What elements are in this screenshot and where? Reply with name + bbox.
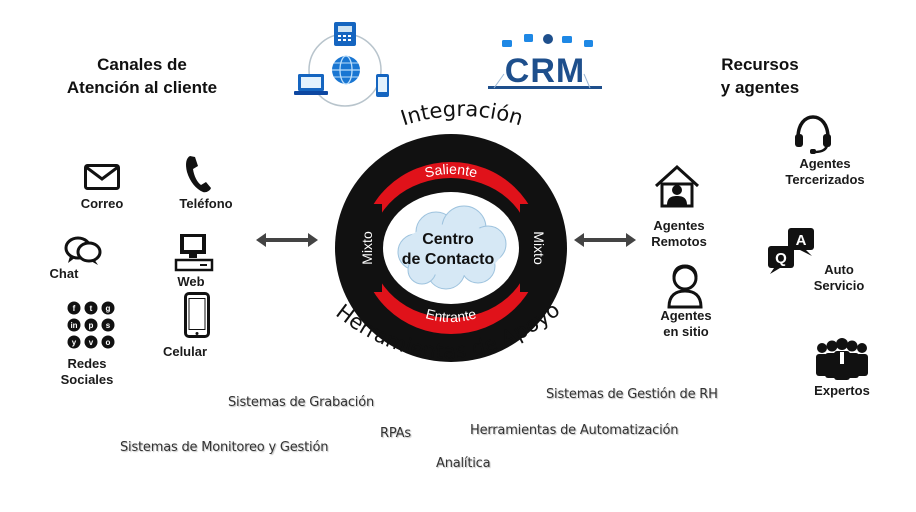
agent-auto-servicio: Auto Servicio xyxy=(794,262,884,294)
svg-text:Q: Q xyxy=(775,250,787,267)
devices-cluster-icon xyxy=(294,22,389,107)
channel-telefono: Teléfono xyxy=(179,196,233,211)
channel-correo: Correo xyxy=(80,196,124,211)
channel-web: Web xyxy=(177,274,205,289)
headset-icon xyxy=(795,115,831,154)
contact-center-diagram: Saliente Entrante Integración Herramient… xyxy=(332,97,567,364)
svg-text:o: o xyxy=(106,338,111,347)
agent-auto-line2: Servicio xyxy=(813,278,865,293)
svg-text:g: g xyxy=(106,304,111,313)
center-title-line2: de Contacto xyxy=(402,251,495,268)
right-heading-line2: y agentes xyxy=(720,78,800,97)
tool-sistemas-gestion-rh: Sistemas de Gestión de RH xyxy=(546,387,718,402)
channel-redes-sociales: Redes Sociales xyxy=(44,356,130,388)
svg-text:in: in xyxy=(70,321,77,330)
home-agent-icon xyxy=(654,164,700,208)
ring-integracion: Integración xyxy=(398,97,526,130)
left-heading: Canales de Atención al cliente xyxy=(52,53,232,99)
tool-sistemas-grabacion: Sistemas de Grabación xyxy=(228,395,375,410)
right-heading-line1: Recursos xyxy=(721,55,799,74)
svg-text:p: p xyxy=(89,321,94,330)
laptop-icon xyxy=(294,74,328,95)
right-heading: Recursos y agentes xyxy=(700,53,820,99)
left-heading-line1: Canales de xyxy=(97,55,187,74)
tool-analitica: Analítica xyxy=(436,456,491,471)
chat-bubbles-icon xyxy=(64,236,102,265)
social-networks-icon: f t g in p s y v o xyxy=(67,301,115,349)
desk-phone-icon xyxy=(334,22,356,46)
agent-remotos-line1: Agentes xyxy=(653,218,705,233)
svg-text:A: A xyxy=(796,232,807,249)
svg-text:s: s xyxy=(106,321,111,330)
channel-celular: Celular xyxy=(162,344,208,359)
crm-logo: CRM xyxy=(480,30,610,94)
agent-remotos-line2: Remotos xyxy=(651,234,707,249)
svg-text:f: f xyxy=(73,304,76,313)
envelope-icon xyxy=(84,164,120,190)
agent-expertos: Expertos xyxy=(814,383,870,398)
channel-redes-line1: Redes xyxy=(67,356,107,371)
ring-mixto-right: Mixto xyxy=(531,231,547,265)
agent-remotos: Agentes Remotos xyxy=(634,218,724,250)
tool-rpas: RPAs xyxy=(380,426,411,441)
channel-redes-line2: Sociales xyxy=(60,372,114,387)
left-double-arrow-icon xyxy=(256,233,318,247)
ring-entrante: Entrante xyxy=(424,305,478,325)
agent-sitio-line1: Agentes xyxy=(660,308,712,323)
svg-text:y: y xyxy=(72,338,77,347)
svg-text:v: v xyxy=(89,338,94,347)
agent-sitio-line2: en sitio xyxy=(663,324,709,339)
crm-decoration-icon xyxy=(488,34,602,89)
qa-bubbles-icon: A Q xyxy=(768,228,814,274)
mobile-phone-icon xyxy=(184,292,210,338)
center-title-line1: Centro xyxy=(422,231,474,248)
smartphone-icon xyxy=(376,74,389,97)
channel-chat: Chat xyxy=(49,266,79,281)
left-heading-line2: Atención al cliente xyxy=(66,78,218,97)
experts-group-icon xyxy=(816,338,868,380)
svg-text:t: t xyxy=(90,304,93,313)
tool-herramientas-automatizacion: Herramientas de Automatización xyxy=(470,423,679,438)
ring-mixto-left: Mixto xyxy=(359,231,375,265)
telephone-icon xyxy=(186,156,211,193)
agent-tercerizados: Agentes Tercerizados xyxy=(770,156,880,188)
right-double-arrow-icon xyxy=(574,233,636,247)
ring-saliente: Saliente xyxy=(423,161,479,181)
agent-tercerizados-line1: Agentes xyxy=(799,156,851,171)
agent-auto-line1: Auto xyxy=(824,262,854,277)
agent-en-sitio: Agentes en sitio xyxy=(640,308,732,340)
desktop-computer-icon xyxy=(174,234,214,272)
agent-tercerizados-line2: Tercerizados xyxy=(785,172,865,187)
tool-sistemas-monitoreo: Sistemas de Monitoreo y Gestión xyxy=(120,440,329,455)
crm-text: CRM xyxy=(504,52,586,90)
onsite-agent-icon xyxy=(667,264,703,309)
globe-icon xyxy=(332,55,360,85)
